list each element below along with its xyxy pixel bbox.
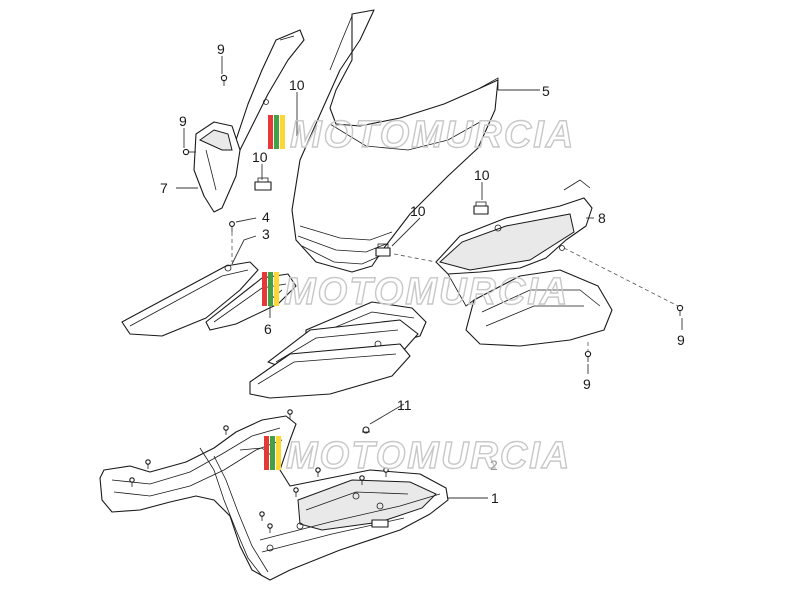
- watermark-bottom: MOTOMURCIA 2: [264, 434, 571, 478]
- watermark-middle: MOTOMURCIA: [262, 270, 569, 314]
- screw-9-top: [220, 74, 228, 86]
- screw-9-right: [676, 304, 684, 316]
- watermark-text: MOTOMURCIA: [286, 435, 571, 477]
- screw-floor-8: [267, 523, 273, 533]
- part-10-clip-left: [254, 177, 272, 191]
- screw-floor-3: [129, 477, 135, 487]
- callout-5: 5: [542, 83, 550, 99]
- callout-10-a: 10: [289, 77, 305, 93]
- screw-floor-1: [223, 425, 229, 435]
- callout-6: 6: [264, 321, 272, 337]
- callout-numbers: 9 10 5 9 10 7 10 4 10 8 3 6 9 9 11 1: [160, 41, 685, 506]
- centre-floor-panel-lower: [249, 343, 411, 399]
- callout-3: 3: [262, 226, 270, 242]
- callout-10-d: 10: [410, 203, 426, 219]
- screw-9-lower-right: [584, 350, 592, 362]
- part-10-clip-right: [473, 201, 489, 215]
- screw-floor-5: [315, 467, 321, 477]
- screws: [129, 74, 684, 533]
- callout-10-c: 10: [474, 167, 490, 183]
- callout-9-b: 9: [179, 113, 187, 129]
- part-5-inner-shield: [291, 9, 499, 273]
- callout-9-a: 9: [217, 41, 225, 57]
- part-3-left-mat: [121, 261, 259, 337]
- screw-floor-9: [259, 511, 265, 521]
- watermark-text: MOTOMURCIA: [290, 114, 575, 156]
- part-7-side-cover: [193, 121, 241, 213]
- part-8-right-side-cover: [435, 179, 613, 347]
- leader-lines: [176, 56, 683, 499]
- left-upper-bracket: [235, 29, 305, 151]
- callout-7: 7: [160, 180, 168, 196]
- screw-floor-4: [293, 487, 299, 497]
- watermark-text: MOTOMURCIA: [284, 271, 569, 313]
- screw-floor-7: [383, 467, 389, 477]
- watermark-callout-2: 2: [490, 457, 498, 473]
- callout-10-b: 10: [252, 149, 268, 165]
- screw-floor-2: [145, 459, 151, 469]
- screw-11: [362, 426, 370, 434]
- assembly-lines: [231, 232, 679, 352]
- watermark-top: MOTOMURCIA: [268, 113, 575, 157]
- callout-1: 1: [491, 490, 499, 506]
- screw-floor-10: [287, 409, 293, 419]
- callout-4: 4: [262, 209, 270, 225]
- part-10-clip-centre: [375, 243, 391, 257]
- callout-9-d: 9: [583, 376, 591, 392]
- callout-11: 11: [397, 397, 412, 413]
- screw-4: [229, 221, 235, 232]
- callout-8: 8: [598, 210, 606, 226]
- callout-9-c: 9: [677, 332, 685, 348]
- part-1-floor-frame: [99, 415, 449, 581]
- screw-floor-6: [359, 475, 365, 485]
- screw-9-mid-left: [182, 148, 196, 156]
